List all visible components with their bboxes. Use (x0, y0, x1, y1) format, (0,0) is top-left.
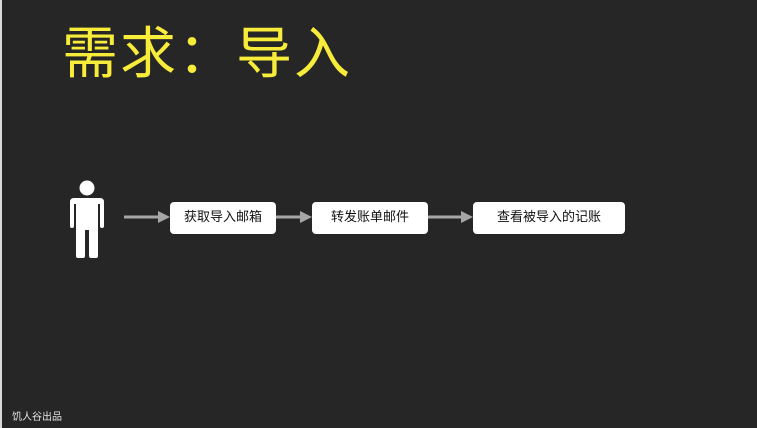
step-forward-bill-email: 转发账单邮件 (312, 202, 428, 234)
flow-arrow-1 (124, 211, 170, 223)
footer-credit: 饥人谷出品 (12, 412, 62, 423)
flow-arrow-2 (276, 211, 312, 223)
person-icon (70, 180, 104, 258)
slide-title: 需求：导入 (62, 22, 352, 87)
step-get-import-email: 获取导入邮箱 (170, 202, 276, 234)
flow-arrow-3 (428, 211, 473, 223)
step-view-imported-records: 查看被导入的记账 (473, 202, 625, 234)
